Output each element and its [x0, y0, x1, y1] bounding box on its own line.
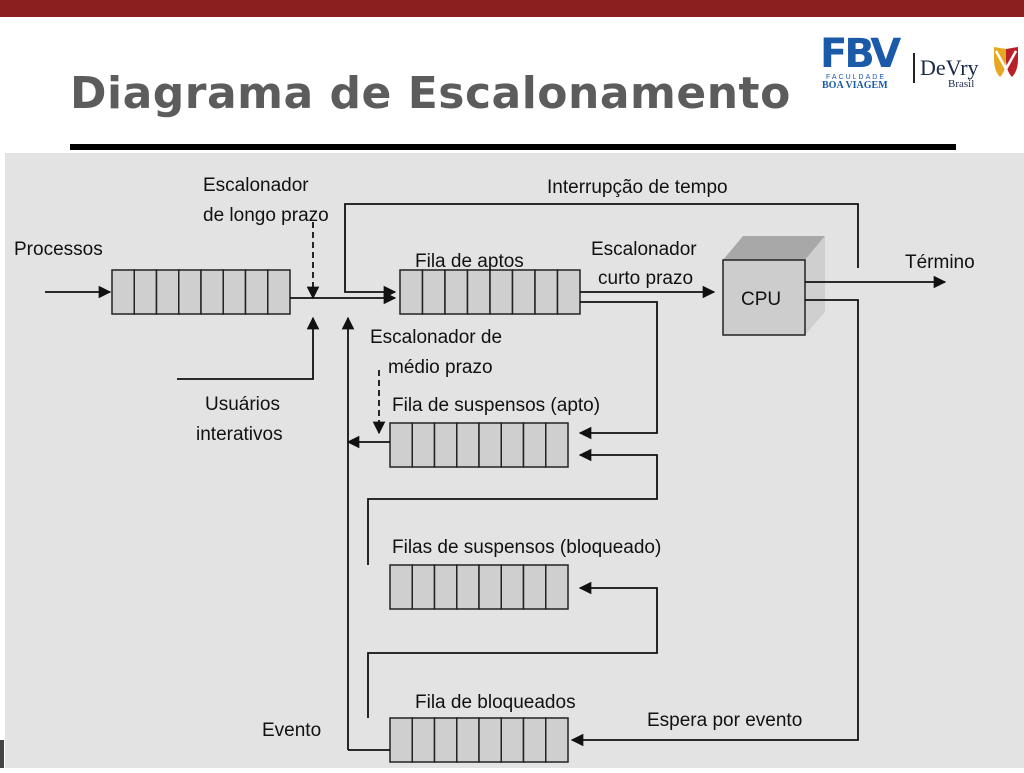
queue-cell — [399, 269, 424, 315]
queue-cell — [389, 422, 413, 468]
queue-cell — [456, 422, 480, 468]
devry-logo-country: Brasil — [948, 78, 974, 90]
left-edge-mark — [0, 740, 4, 768]
label-usuarios-1: Usuários — [205, 394, 280, 415]
queue-cell — [155, 269, 180, 315]
label-esc-longo-2: de longo prazo — [203, 205, 329, 226]
scheduling-diagram: CPU Processos Escalonador de longo prazo… — [5, 153, 1024, 768]
queue-cell — [178, 269, 202, 315]
susp-bloq-to-susp-apto-arrow — [367, 448, 658, 565]
slide-title: Diagrama de Escalonamento — [70, 68, 791, 119]
queue-cell — [545, 422, 569, 468]
logos: FBV FACULDADE BOA VIAGEM DeVry Brasil — [810, 17, 1018, 93]
queue-cell — [534, 269, 559, 315]
queue-cell — [244, 269, 269, 315]
devry-shield-icon — [994, 47, 1018, 77]
queue-cell — [556, 269, 581, 315]
devry-logo-name: DeVry — [920, 55, 979, 80]
fbv-logo-line1: FACULDADE — [826, 74, 886, 81]
label-interrupcao: Interrupção de tempo — [547, 177, 728, 198]
queue-cell — [500, 564, 525, 610]
queue-cell — [389, 717, 413, 763]
queue-cell — [267, 269, 291, 315]
diagram-svg: CPU Processos Escalonador de longo prazo… — [14, 175, 975, 763]
aptos-to-susp-apto-arrow — [578, 301, 658, 440]
label-filas-susp-bloq: Filas de suspensos (bloqueado) — [392, 537, 661, 558]
label-termino: Término — [905, 252, 975, 273]
queue-cell — [111, 269, 135, 315]
cpu-box: CPU — [722, 236, 825, 336]
queue-cell — [411, 717, 436, 763]
fbv-logo-line2: BOA VIAGEM — [822, 80, 888, 91]
queue-cell — [433, 717, 458, 763]
queue-cell — [421, 269, 446, 315]
queue-filas-susp-bloq — [389, 564, 569, 610]
queue-cell — [200, 269, 224, 315]
queue-cell — [433, 422, 458, 468]
queue-cell — [456, 564, 480, 610]
queue-cell — [478, 422, 502, 468]
label-fila-aptos: Fila de aptos — [415, 251, 524, 272]
label-processos: Processos — [14, 239, 103, 260]
queue-cell — [545, 564, 569, 610]
queue-cell — [444, 269, 469, 315]
label-evento: Evento — [262, 720, 321, 741]
queue-fila-susp-apto — [389, 422, 569, 468]
queue-cell — [522, 717, 547, 763]
fbv-logo-mark: FBV — [820, 31, 901, 77]
label-esc-curto-1: Escalonador — [591, 239, 697, 260]
cpu-label: CPU — [741, 289, 781, 310]
queue-cell — [411, 564, 436, 610]
usuarios-arrow — [177, 316, 320, 380]
label-esc-curto-2: curto prazo — [598, 268, 693, 289]
label-esc-medio-1: Escalonador de — [370, 327, 502, 348]
bloqueados-to-susp-bloq-arrow — [367, 581, 658, 718]
label-usuarios-2: interativos — [196, 424, 283, 445]
queue-cell — [500, 422, 525, 468]
queue-cell — [466, 269, 491, 315]
label-fila-bloqueados: Fila de bloqueados — [415, 692, 576, 713]
queue-cell — [433, 564, 458, 610]
queue-entrada — [111, 269, 291, 315]
queue-cell — [478, 564, 502, 610]
queue-cell — [389, 564, 413, 610]
queue-cell — [222, 269, 247, 315]
label-fila-susp-apto: Fila de suspensos (apto) — [392, 395, 600, 416]
queue-cell — [522, 564, 547, 610]
queue-cell — [511, 269, 536, 315]
queue-cell — [489, 269, 514, 315]
label-espera: Espera por evento — [647, 710, 802, 731]
queue-cell — [522, 422, 547, 468]
queue-cell — [411, 422, 436, 468]
queue-cell — [500, 717, 525, 763]
queue-fila-bloqueados — [389, 717, 569, 763]
queue-cell — [456, 717, 480, 763]
queue-fila-aptos — [399, 269, 581, 315]
label-esc-longo-1: Escalonador — [203, 175, 309, 196]
interrupcao-loop-arrow — [344, 203, 859, 299]
label-esc-medio-2: médio prazo — [388, 357, 493, 378]
espera-evento-arrow — [570, 299, 859, 747]
queue-cell — [133, 269, 158, 315]
top-accent-bar — [0, 0, 1024, 17]
queue-cell — [478, 717, 502, 763]
title-underline — [70, 144, 956, 150]
queue-cell — [545, 717, 569, 763]
